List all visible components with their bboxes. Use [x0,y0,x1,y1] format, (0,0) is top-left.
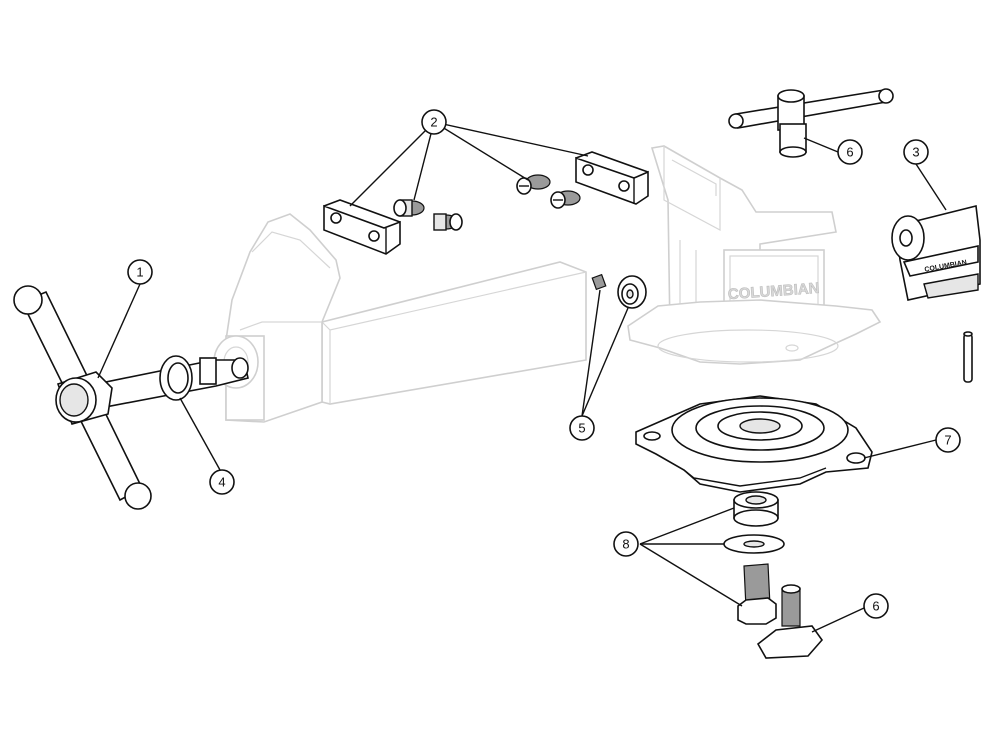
pipe-jaw: COLUMBIAN [891,205,981,383]
callout-3: 3 [903,139,929,165]
t-handle-top [728,88,894,158]
callout-5: 5 [569,415,595,441]
hardware-nut-washer-bolt [723,491,824,659]
callout-7: 7 [935,427,961,453]
callout-1: 1 [127,259,153,285]
leader-lines [97,121,947,633]
callout-2-label: 2 [430,115,437,130]
callout-6-bottom-label: 6 [872,599,879,614]
callout-6-top: 6 [837,139,863,165]
brand-plate-text: COLUMBIAN [727,280,820,303]
set-screw-and-bushing [591,273,647,309]
callout-6-top-label: 6 [846,145,853,160]
callout-4: 4 [209,469,235,495]
vise-body-ghost: COLUMBIAN [213,145,882,423]
handle-and-spindle [13,285,249,510]
callout-3-label: 3 [912,145,919,160]
callout-8-label: 8 [622,537,629,552]
callout-4-label: 4 [218,475,225,490]
swivel-base [635,395,873,493]
callout-8: 8 [613,531,639,557]
callout-5-label: 5 [578,421,585,436]
callout-1-label: 1 [136,265,143,280]
callout-7-label: 7 [944,433,951,448]
callout-6-bottom: 6 [863,593,889,619]
jaw-faces-and-screws [323,151,649,255]
callout-2: 2 [421,109,447,135]
